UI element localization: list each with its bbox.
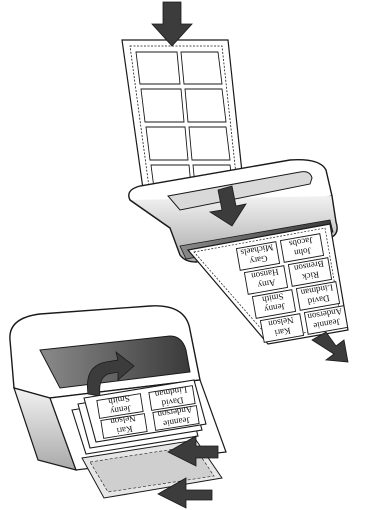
output-arrow-icon <box>312 332 348 362</box>
